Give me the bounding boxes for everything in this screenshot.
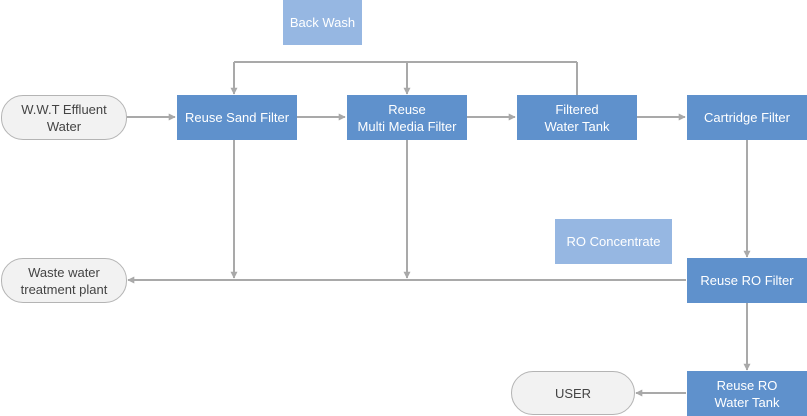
sand-filter-label: Reuse Sand Filter bbox=[184, 110, 290, 125]
waste-water-terminal: Waste water treatment plant bbox=[1, 258, 127, 303]
ro-filter-label: Reuse RO Filter bbox=[700, 273, 794, 288]
ro-filter-box: Reuse RO Filter bbox=[687, 258, 807, 303]
user-terminal: USER bbox=[511, 371, 635, 415]
wwt-effluent-terminal: W.W.T Effluent Water bbox=[1, 95, 127, 140]
waste-water-label: Waste water treatment plant bbox=[20, 264, 108, 297]
filtered-water-tank-label: Filtered Water Tank bbox=[544, 101, 610, 134]
back-wash-label: Back Wash bbox=[289, 15, 356, 30]
ro-concentrate-label: RO Concentrate bbox=[566, 234, 661, 249]
cartridge-filter-label: Cartridge Filter bbox=[704, 110, 790, 125]
filtered-water-tank-box: Filtered Water Tank bbox=[517, 95, 637, 140]
back-wash-box: Back Wash bbox=[283, 0, 362, 45]
sand-filter-box: Reuse Sand Filter bbox=[177, 95, 297, 140]
ro-water-tank-box: Reuse RO Water Tank bbox=[687, 371, 807, 416]
ro-concentrate-box: RO Concentrate bbox=[555, 219, 672, 264]
ro-water-tank-label: Reuse RO Water Tank bbox=[714, 377, 780, 410]
multi-media-filter-label: Reuse Multi Media Filter bbox=[357, 101, 457, 134]
wwt-effluent-label: W.W.T Effluent Water bbox=[21, 101, 107, 134]
multi-media-filter-box: Reuse Multi Media Filter bbox=[347, 95, 467, 140]
user-label: USER bbox=[554, 385, 592, 401]
cartridge-filter-box: Cartridge Filter bbox=[687, 95, 807, 140]
